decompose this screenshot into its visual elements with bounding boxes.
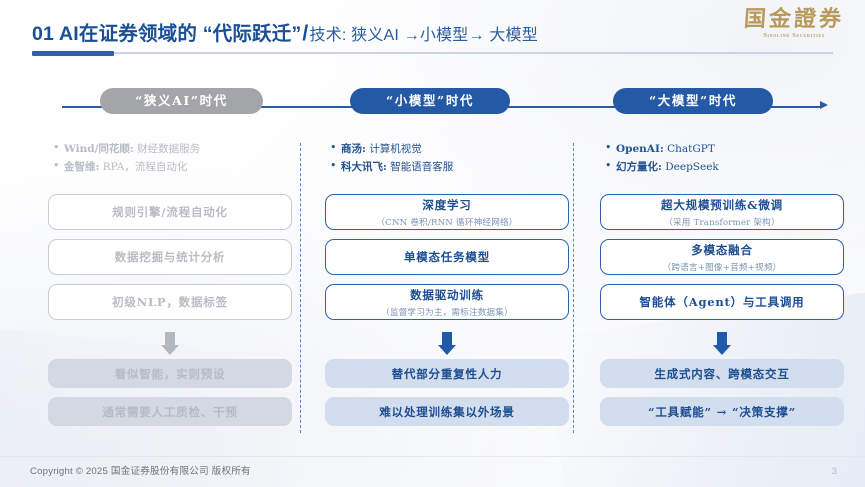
column-small-model: 商汤: 计算机视觉 科大讯飞: 智能语音客服 深度学习 （CNN 卷积/RNN … [325,139,569,435]
column-large-model: OpenAI: ChatGPT 幻方量化: DeepSeek 超大规模预训练&微… [600,139,844,435]
page-title-sub: 技术: 狭义AI →小模型→ 大模型 [309,27,538,44]
capability-box[interactable]: 规则引擎/流程自动化 [48,194,292,230]
list-item: Wind/同花顺: 财经数据服务 [53,139,292,158]
outcome-box[interactable]: 通常需要人工质检、干预 [48,397,292,426]
box-title: 深度学习 [422,197,472,212]
list-item: 金智维: RPA，流程自动化 [53,157,292,176]
page-title-separator: / [302,22,309,45]
bullet-text: 智能语音客服 [386,161,454,173]
column-3-bullet-list: OpenAI: ChatGPT 幻方量化: DeepSeek [600,139,844,194]
outcome-text: 难以处理训练集以外场景 [379,404,515,419]
slide-header: 01 AI在证券领域的 “代际跃迁”/技术: 狭义AI →小模型→ 大模型 国金… [0,0,865,62]
box-title: 初级NLP，数据标签 [112,295,228,309]
box-title: 超大规模预训练&微调 [661,197,783,212]
column-3-flow-arrow [600,329,844,359]
column-2-bullet-list: 商汤: 计算机视觉 科大讯飞: 智能语音客服 [325,139,569,194]
outcome-text: 看似智能，实则预设 [114,366,226,381]
bullet-label: OpenAI: [616,143,664,155]
column-1-flow-arrow [48,329,292,359]
box-subtitle: （采用 Transformer 架构） [664,217,780,228]
bullet-label: Wind/同花顺: [64,143,134,155]
bullet-label: 科大讯飞: [341,161,387,173]
timeline-strip: “狭义AI”时代 “小模型”时代 “大模型”时代 [0,86,865,128]
capability-box[interactable]: 深度学习 （CNN 卷积/RNN 循环神经网络） [325,194,569,230]
bullet-label: 金智维: [64,161,100,173]
bullet-text: 财经数据服务 [133,143,201,155]
page-number: 3 [831,466,837,477]
column-1-bullet-list: Wind/同花顺: 财经数据服务 金智维: RPA，流程自动化 [48,139,292,194]
bullet-text: RPA，流程自动化 [99,161,188,173]
header-accent-bar [32,50,114,56]
outcome-text: 生成式内容、跨模态交互 [654,366,790,381]
outcome-box[interactable]: 生成式内容、跨模态交互 [600,359,844,388]
box-subtitle: （CNN 卷积/RNN 循环神经网络） [376,217,518,228]
column-narrow-ai: Wind/同花顺: 财经数据服务 金智维: RPA，流程自动化 规则引擎/流程自… [48,139,292,435]
footer-divider [0,456,865,457]
timeline-era-pill-3[interactable]: “大模型”时代 [613,88,773,114]
bullet-label: 幻方量化: [616,161,662,173]
list-item: OpenAI: ChatGPT [605,139,844,158]
timeline-era-pill-2[interactable]: “小模型”时代 [350,88,510,114]
box-subtitle: （监督学习为主，需标注数据集） [381,307,513,318]
outcome-box[interactable]: 难以处理训练集以外场景 [325,397,569,426]
box-title: 数据驱动训练 [410,287,484,302]
page-title: 01 AI在证券领域的 “代际跃迁”/技术: 狭义AI →小模型→ 大模型 [32,17,538,46]
list-item: 科大讯飞: 智能语音客服 [330,157,569,176]
capability-box[interactable]: 数据挖掘与统计分析 [48,239,292,275]
capability-box[interactable]: 智能体（Agent）与工具调用 [600,284,844,320]
copyright-text: Copyright © 2025 国金证券股份有限公司 版权所有 [30,466,251,477]
box-title: 规则引擎/流程自动化 [112,205,228,219]
box-title: 数据挖掘与统计分析 [114,250,226,264]
page-title-main: 01 AI在证券领域的 “代际跃迁” [32,23,302,45]
timeline-era-pill-1[interactable]: “狭义AI”时代 [100,88,263,114]
header-divider-line [32,52,833,54]
bullet-text: DeepSeek [661,161,719,173]
capability-box[interactable]: 超大规模预训练&微调 （采用 Transformer 架构） [600,194,844,230]
box-subtitle: （跨语言+图像+音频+视频） [662,262,782,273]
list-item: 幻方量化: DeepSeek [605,157,844,176]
bullet-label: 商汤: [341,143,366,155]
outcome-text: “工具赋能” → “决策支撑” [647,404,797,419]
outcome-box[interactable]: “工具赋能” → “决策支撑” [600,397,844,426]
outcome-box[interactable]: 看似智能，实则预设 [48,359,292,388]
outcome-text: 替代部分重复性人力 [391,366,503,381]
list-item: 商汤: 计算机视觉 [330,139,569,158]
outcome-text: 通常需要人工质检、干预 [102,404,238,419]
timeline-arrow-head-icon [820,100,828,109]
column-2-flow-arrow [325,329,569,359]
capability-box[interactable]: 单模态任务模型 [325,239,569,275]
logo-english-text: Sinolink Securities [763,32,825,39]
logo-chinese-text: 国金證券 [743,6,845,32]
capability-box[interactable]: 数据驱动训练 （监督学习为主，需标注数据集） [325,284,569,320]
capability-box[interactable]: 多模态融合 （跨语言+图像+音频+视频） [600,239,844,275]
box-title: 多模态融合 [691,242,753,257]
company-logo: 国金證券 Sinolink Securities [739,6,849,39]
column-divider-2 [573,143,574,433]
capability-box[interactable]: 初级NLP，数据标签 [48,284,292,320]
bullet-text: ChatGPT [663,143,715,155]
box-title: 智能体（Agent）与工具调用 [639,295,805,309]
column-divider-1 [300,143,301,433]
box-title: 单模态任务模型 [403,250,491,264]
bullet-text: 计算机视觉 [365,143,422,155]
outcome-box[interactable]: 替代部分重复性人力 [325,359,569,388]
